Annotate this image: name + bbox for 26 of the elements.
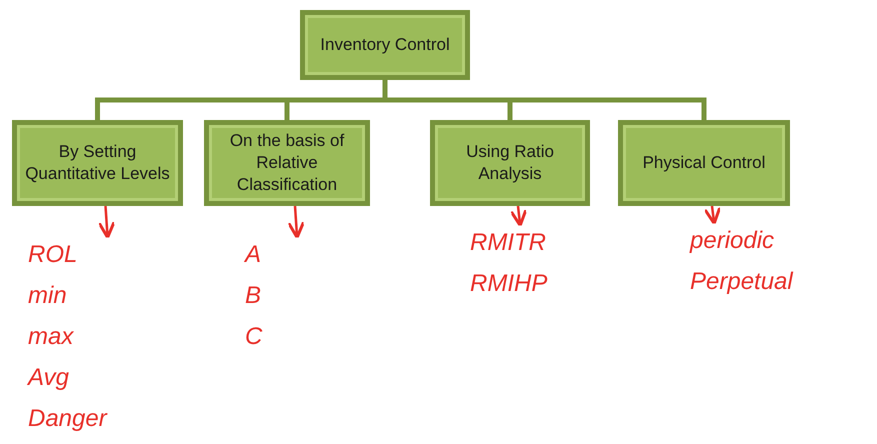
handwritten-note: RMITR — [470, 228, 546, 257]
process-box — [618, 120, 790, 206]
arrow — [703, 206, 722, 225]
handwritten-note: Avg — [28, 363, 69, 392]
handwritten-note: A — [245, 240, 262, 269]
handwritten-note: RMIHP — [470, 269, 548, 298]
box-label: On the basis of Relative Classification — [228, 130, 346, 196]
arrow — [287, 206, 306, 239]
handwritten-note: min — [28, 281, 67, 310]
arrow — [510, 206, 528, 227]
process-box — [204, 120, 370, 206]
box-label: Using Ratio Analysis — [465, 141, 555, 185]
handwritten-note: B — [245, 281, 262, 310]
handwritten-note: periodic — [690, 226, 774, 255]
box-label: Inventory Control — [320, 34, 450, 56]
handwritten-note: Perpetual — [690, 267, 793, 296]
handwritten-note: max — [28, 322, 74, 351]
process-box — [430, 120, 590, 206]
handwritten-note: ROL — [28, 240, 78, 269]
handwritten-note: Danger — [28, 404, 107, 433]
process-box — [12, 120, 183, 206]
box-label: Physical Control — [642, 152, 766, 174]
process-box — [300, 10, 470, 80]
handwritten-note: C — [245, 322, 262, 351]
box-label: By Setting Quantitative Levels — [25, 141, 170, 185]
arrow — [98, 206, 116, 239]
